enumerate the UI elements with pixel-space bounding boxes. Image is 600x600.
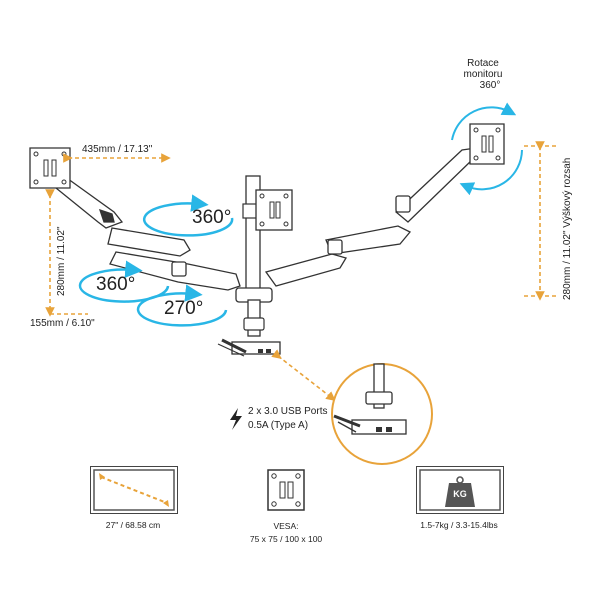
- weight-icon: KG: [416, 466, 504, 514]
- rotation-label-line2: monitoru: [463, 69, 503, 80]
- swivel-badge-top: 360°: [192, 207, 232, 228]
- right-arm: [264, 147, 477, 287]
- swivel-badge-bottom: 270°: [164, 298, 204, 319]
- screen-size-label: 27" / 68.58 cm: [105, 520, 161, 530]
- swivel-ellipse-bottom: [136, 284, 228, 327]
- weight-range-label: 1.5-7kg / 3.3-15.4lbs: [420, 520, 498, 530]
- center-vesa-plate: [255, 189, 293, 231]
- weight-badge-label: KG: [453, 489, 467, 499]
- swivel-badge-middle: 360°: [96, 274, 136, 295]
- rotation-label: Rotace monitoru 360°: [455, 58, 511, 91]
- arm-length-label: 435mm / 17.13": [82, 144, 153, 155]
- usb-current-label: 0.5A (Type A): [248, 420, 309, 431]
- usb-closeup: [331, 363, 433, 465]
- vesa-label-line1: VESA:: [273, 521, 299, 531]
- vesa-icon: [262, 466, 310, 514]
- screen-size-icon: [90, 466, 178, 514]
- left-height-label: 280mm / 11.02": [56, 226, 67, 296]
- lightning-icon: [230, 408, 242, 430]
- swivel-ellipse-top: [142, 194, 234, 237]
- rotation-label-line1: Rotace: [467, 58, 499, 69]
- vesa-label-line2: 75 x 75 / 100 x 100: [249, 534, 323, 544]
- rotation-label-degrees: 360°: [479, 80, 501, 91]
- right-vesa-plate: [469, 123, 505, 165]
- usb-ports-label: 2 x 3.0 USB Ports: [248, 406, 328, 417]
- left-offset-label: 155mm / 6.10": [30, 318, 95, 329]
- left-vesa-plate: [29, 147, 71, 189]
- right-height-label: 280mm / 11.02" Výškový rozsah: [562, 157, 573, 300]
- dimension-lines: [45, 141, 556, 401]
- monitor-rotation-arrows: [451, 102, 523, 196]
